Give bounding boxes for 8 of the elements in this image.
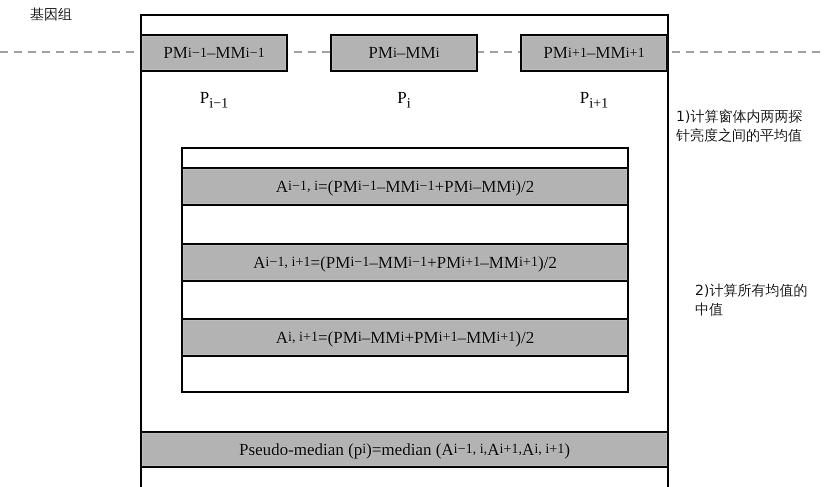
genome-label: 基因组	[30, 6, 73, 25]
average-box	[181, 147, 629, 393]
probe-label: P$_{i−1}$	[198, 88, 230, 112]
probe-label: P$_{i}$	[396, 88, 412, 112]
step-note: 2)计算所有均值的中值	[695, 282, 808, 320]
probe-label: P$_{i+1}$	[578, 88, 610, 112]
step-note: 1)计算窗体内两两探针亮度之间的平均值	[676, 108, 804, 146]
window-box	[140, 14, 669, 487]
